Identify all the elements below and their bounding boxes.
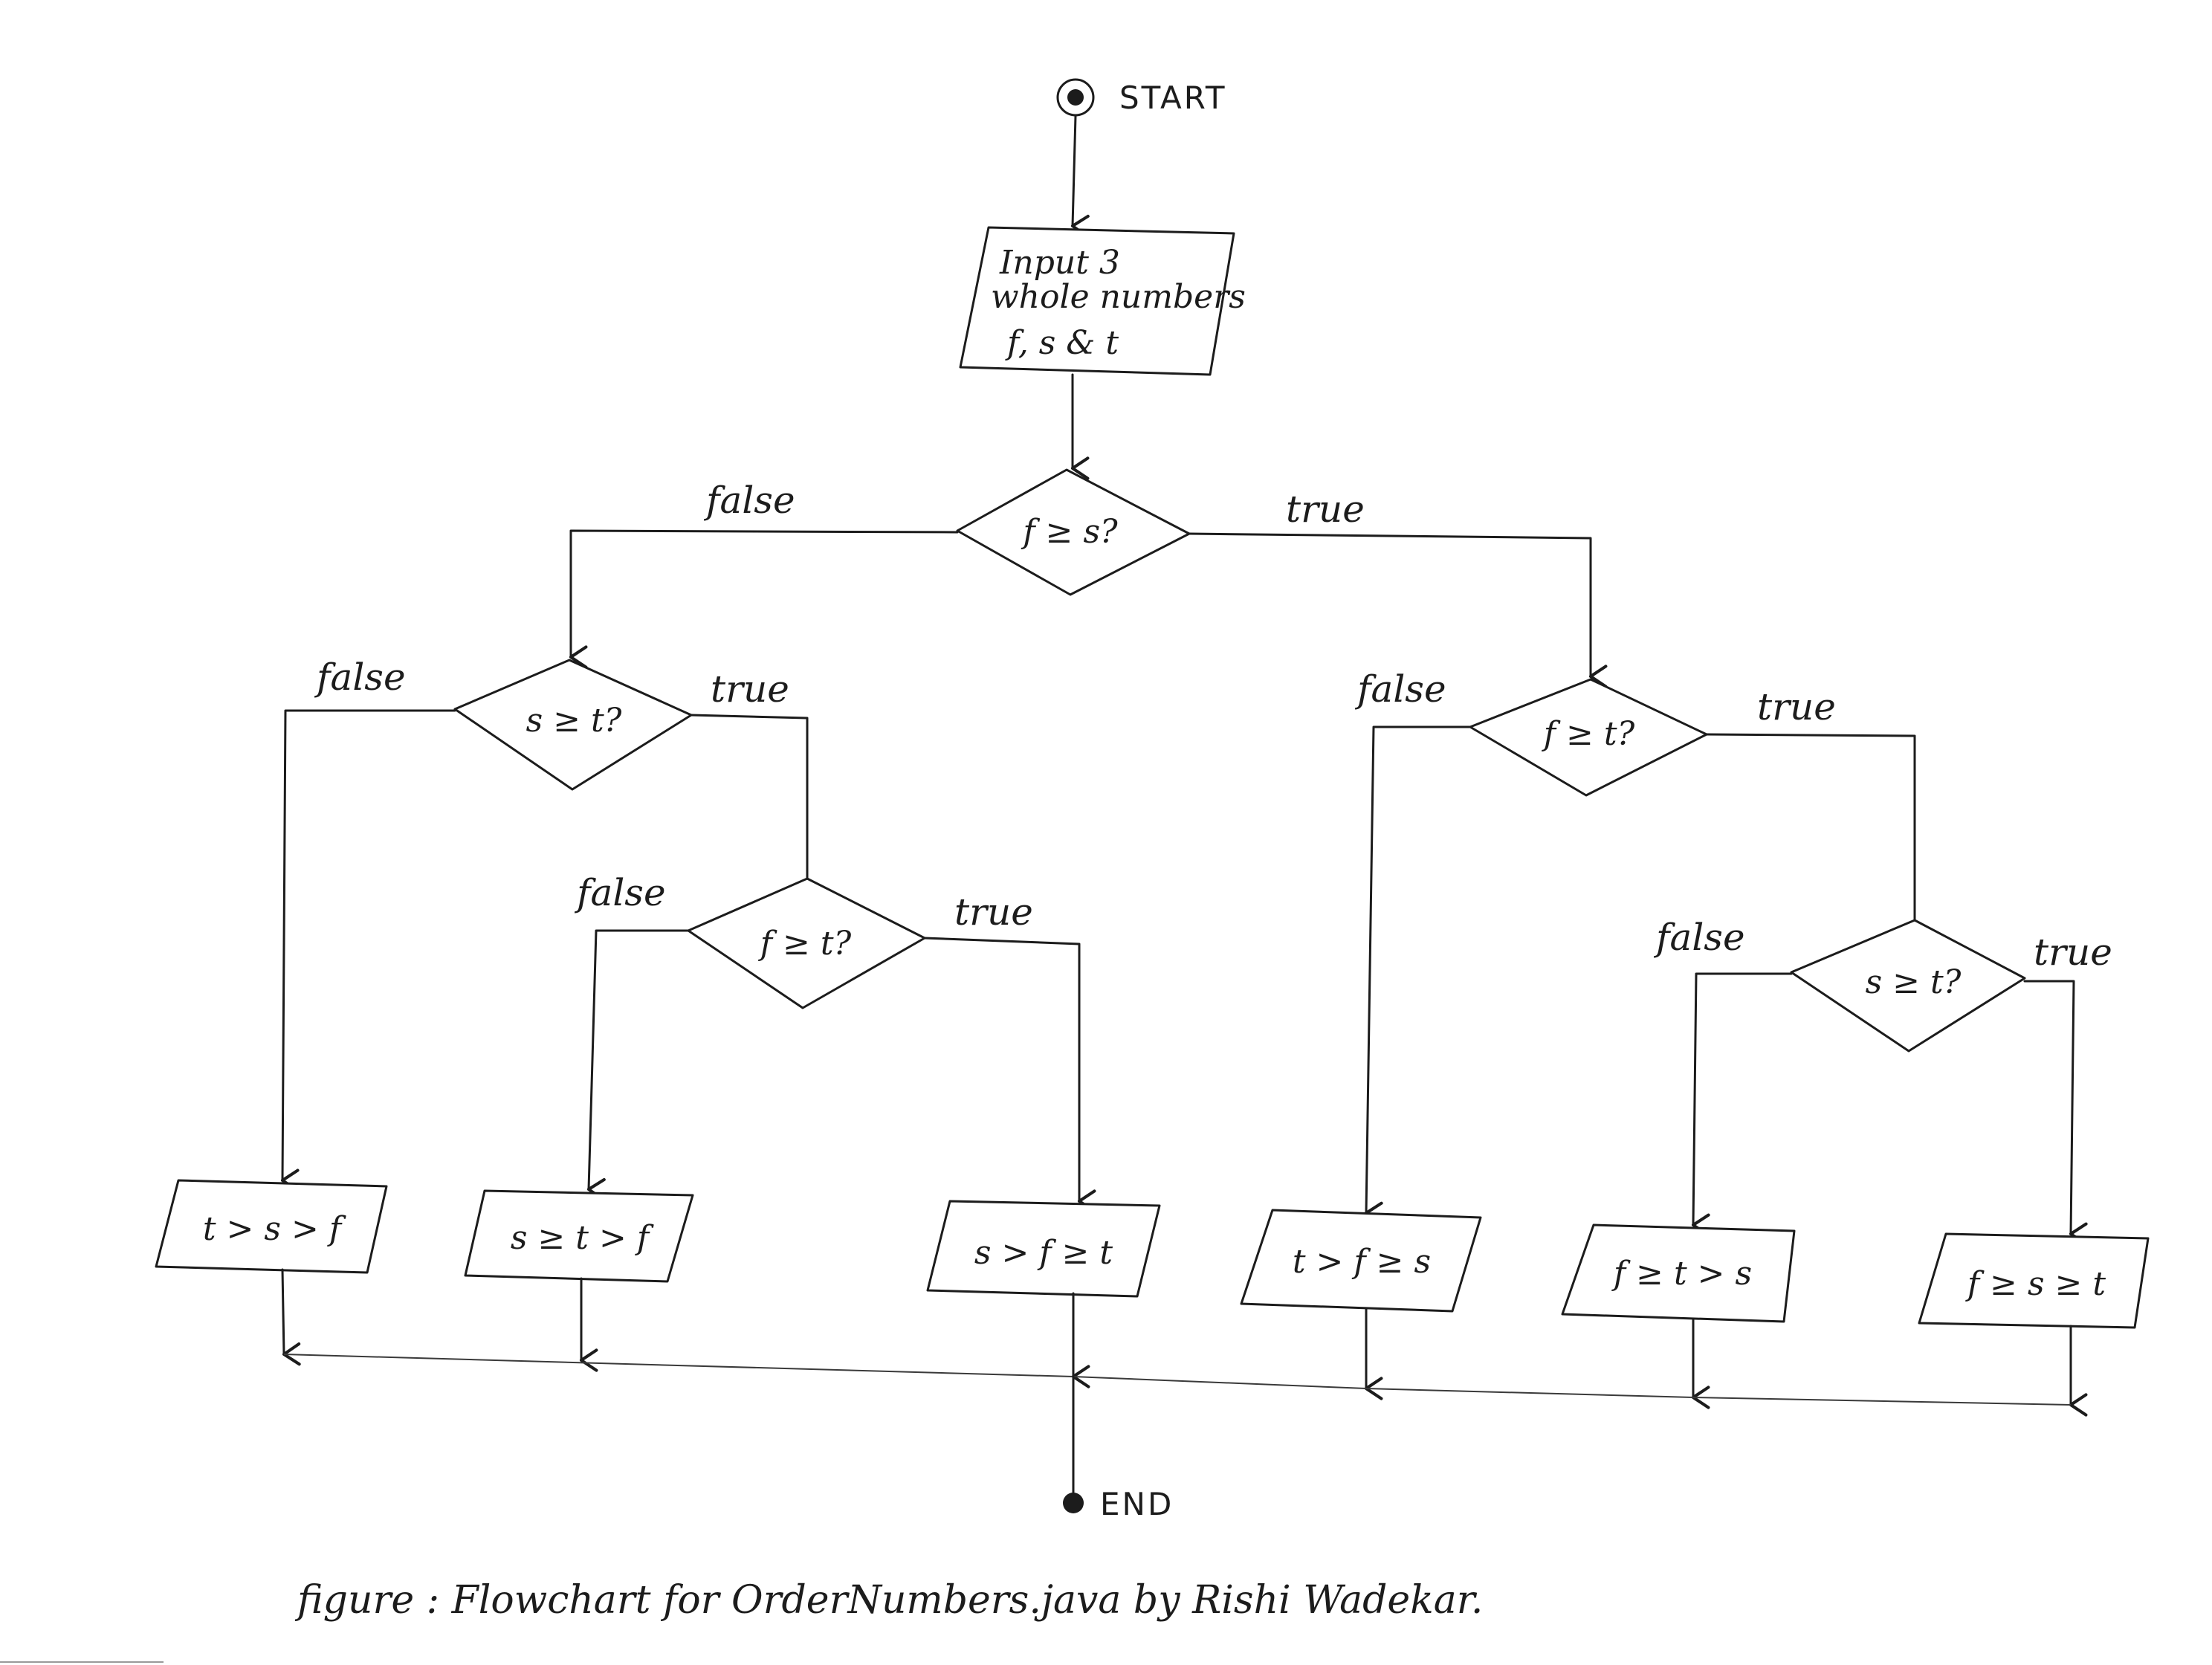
- connector-start-input: [1070, 114, 1090, 239]
- connector-d5-false: [1691, 972, 1793, 1237]
- end-terminal: END: [1063, 1486, 1174, 1522]
- decision-4: f ≥ t?: [1469, 678, 1708, 797]
- output-5-parallelogram: [1561, 1223, 1796, 1323]
- start-node-dot: [1067, 89, 1084, 106]
- output-2: s ≥ t > f: [464, 1189, 694, 1283]
- decision-2: s ≥ t?: [453, 659, 693, 791]
- input-line-2: whole numbers: [991, 278, 1246, 316]
- input-line-1: Input 3: [999, 244, 1120, 282]
- end-node-dot: [1063, 1493, 1084, 1513]
- connector-d4-false: [1364, 725, 1472, 1225]
- output-6: f ≥ s ≥ t: [1918, 1232, 2150, 1329]
- decision-3-diamond: [687, 877, 926, 1009]
- decision-3: f ≥ t?: [687, 877, 926, 1009]
- connector-d3-false: [586, 929, 690, 1202]
- output-6-parallelogram: [1918, 1232, 2150, 1329]
- output-3: s > f ≥ t: [926, 1200, 1161, 1298]
- d5-true-label: true: [2034, 931, 2112, 974]
- decision-2-diamond: [453, 659, 693, 791]
- connector-d1-false: [569, 529, 959, 669]
- connector-d4-true: [1705, 733, 1916, 923]
- end-label: END: [1100, 1486, 1174, 1522]
- decision-5-text: s ≥ t?: [1866, 963, 1962, 1001]
- output-2-parallelogram: [464, 1189, 694, 1283]
- decision-2-text: s ≥ t?: [526, 702, 622, 740]
- decision-1: f ≥ s?: [956, 468, 1191, 596]
- decision-5: s ≥ t?: [1790, 919, 2026, 1053]
- d1-true-label: true: [1286, 488, 1365, 531]
- d1-false-label: false: [703, 479, 795, 522]
- input-box: Input 3 whole numbers f, s & t: [959, 226, 1246, 376]
- output-1-parallelogram: [155, 1179, 388, 1274]
- connector-d5-true: [2023, 980, 2088, 1246]
- decision-4-text: f ≥ t?: [1542, 715, 1635, 753]
- decision-3-text: f ≥ t?: [758, 925, 852, 963]
- output-5: f ≥ t > s: [1561, 1223, 1796, 1323]
- connector-output-1-down: [281, 1268, 301, 1366]
- connector-d3-true: [923, 937, 1096, 1213]
- collector-line: [283, 1354, 2072, 1406]
- decision-5-diamond: [1790, 919, 2026, 1053]
- output-5-text: f ≥ t > s: [1611, 1255, 1752, 1293]
- d4-false-label: false: [1354, 667, 1446, 711]
- connector-d1-true: [1188, 532, 1608, 688]
- input-line-3: f, s & t: [1005, 324, 1119, 362]
- output-1-text: t > s > f: [203, 1210, 346, 1248]
- output-4-text: t > f ≥ s: [1293, 1243, 1431, 1281]
- figure-caption: figure : Flowchart for OrderNumbers.java…: [294, 1578, 1483, 1623]
- output-2-text: s ≥ t > f: [511, 1219, 654, 1257]
- d4-true-label: true: [1757, 685, 1836, 728]
- connector-d2-true: [690, 714, 809, 882]
- decision-1-diamond: [956, 468, 1191, 596]
- output-6-text: f ≥ s ≥ t: [1965, 1265, 2106, 1303]
- output-4: t > f ≥ s: [1240, 1209, 1482, 1313]
- d3-true-label: true: [954, 890, 1033, 934]
- d3-false-label: false: [574, 871, 666, 914]
- d5-false-label: false: [1653, 916, 1745, 959]
- output-3-parallelogram: [926, 1200, 1161, 1298]
- d2-true-label: true: [711, 667, 789, 711]
- output-4-parallelogram: [1240, 1209, 1482, 1313]
- decision-4-diamond: [1469, 678, 1708, 797]
- connector-d2-false: [280, 709, 456, 1192]
- decision-1-text: f ≥ s?: [1021, 513, 1118, 551]
- start-terminal: START: [1056, 78, 1227, 117]
- d2-false-label: false: [314, 656, 406, 699]
- start-label: START: [1119, 80, 1227, 116]
- output-1: t > s > f: [155, 1179, 388, 1274]
- input-parallelogram: [959, 226, 1235, 376]
- output-3-text: s > f ≥ t: [974, 1234, 1113, 1272]
